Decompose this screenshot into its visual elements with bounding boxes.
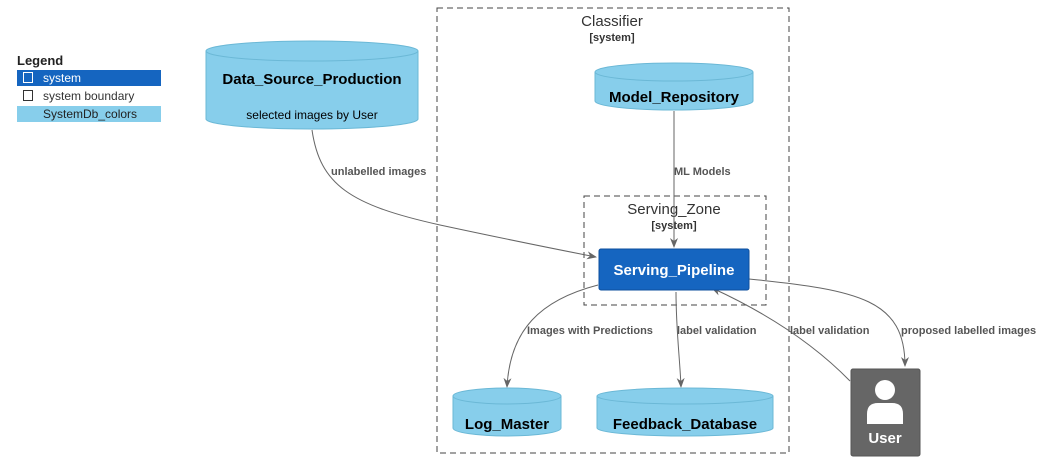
edge-images-with-predictions — [503, 284, 599, 388]
edge-labels: unlabelled images ML Models Images with … — [331, 166, 1036, 337]
system-serving-pipeline: Serving_Pipeline — [598, 248, 750, 291]
legend-item-label: SystemDb_colors — [43, 107, 138, 121]
database-data-source-production: Data_Source_Production selected images b… — [205, 40, 419, 130]
edge-label-label-validation-out: label validation — [677, 325, 757, 337]
system-name: Serving_Pipeline — [614, 262, 735, 279]
database-name: Log_Master — [465, 416, 549, 433]
edge-label-proposed-labelled-images: proposed labelled images — [901, 325, 1036, 337]
edge-label-images-with-predictions: Images with Predictions — [527, 325, 653, 337]
database-name: Data_Source_Production — [222, 71, 401, 88]
legend-item-label: system — [43, 71, 82, 85]
database-name: Model_Repository — [609, 89, 740, 106]
edge-proposed-labelled-images — [748, 278, 909, 367]
legend-swatch-icon — [23, 90, 33, 101]
classifier-boundary-type: [system] — [589, 32, 635, 44]
legend-item-systemdb-colors: SystemDb_colors — [17, 106, 161, 122]
legend-item-system: system — [17, 70, 161, 86]
edge-unlabelled-images — [311, 129, 597, 260]
database-log-master: Log_Master — [452, 387, 562, 437]
database-name: Feedback_Database — [613, 416, 757, 433]
database-feedback-database: Feedback_Database — [596, 387, 774, 437]
edge-label-unlabelled-images: unlabelled images — [331, 166, 426, 178]
database-model-repository: Model_Repository — [594, 62, 754, 111]
legend-swatch-icon — [23, 72, 33, 83]
edge-label-validation-in — [711, 287, 851, 382]
legend-item-label: system boundary — [43, 89, 135, 103]
classifier-boundary-name: Classifier — [581, 13, 643, 30]
legend-item-system-boundary: system boundary — [17, 88, 161, 104]
edge-label-ml-models: ML Models — [674, 166, 731, 178]
edge-label-label-validation-in: label validation — [790, 325, 870, 337]
person-user: User — [850, 368, 921, 457]
person-name: User — [868, 430, 902, 447]
person-icon — [867, 380, 903, 424]
legend: Legend system system boundary SystemDb_c… — [17, 53, 161, 124]
legend-title: Legend — [17, 53, 64, 68]
edges — [311, 111, 909, 388]
database-description: selected images by User — [246, 108, 377, 122]
classifier-boundary: Classifier [system] — [436, 7, 790, 454]
edge-label-validation-out — [675, 291, 685, 388]
